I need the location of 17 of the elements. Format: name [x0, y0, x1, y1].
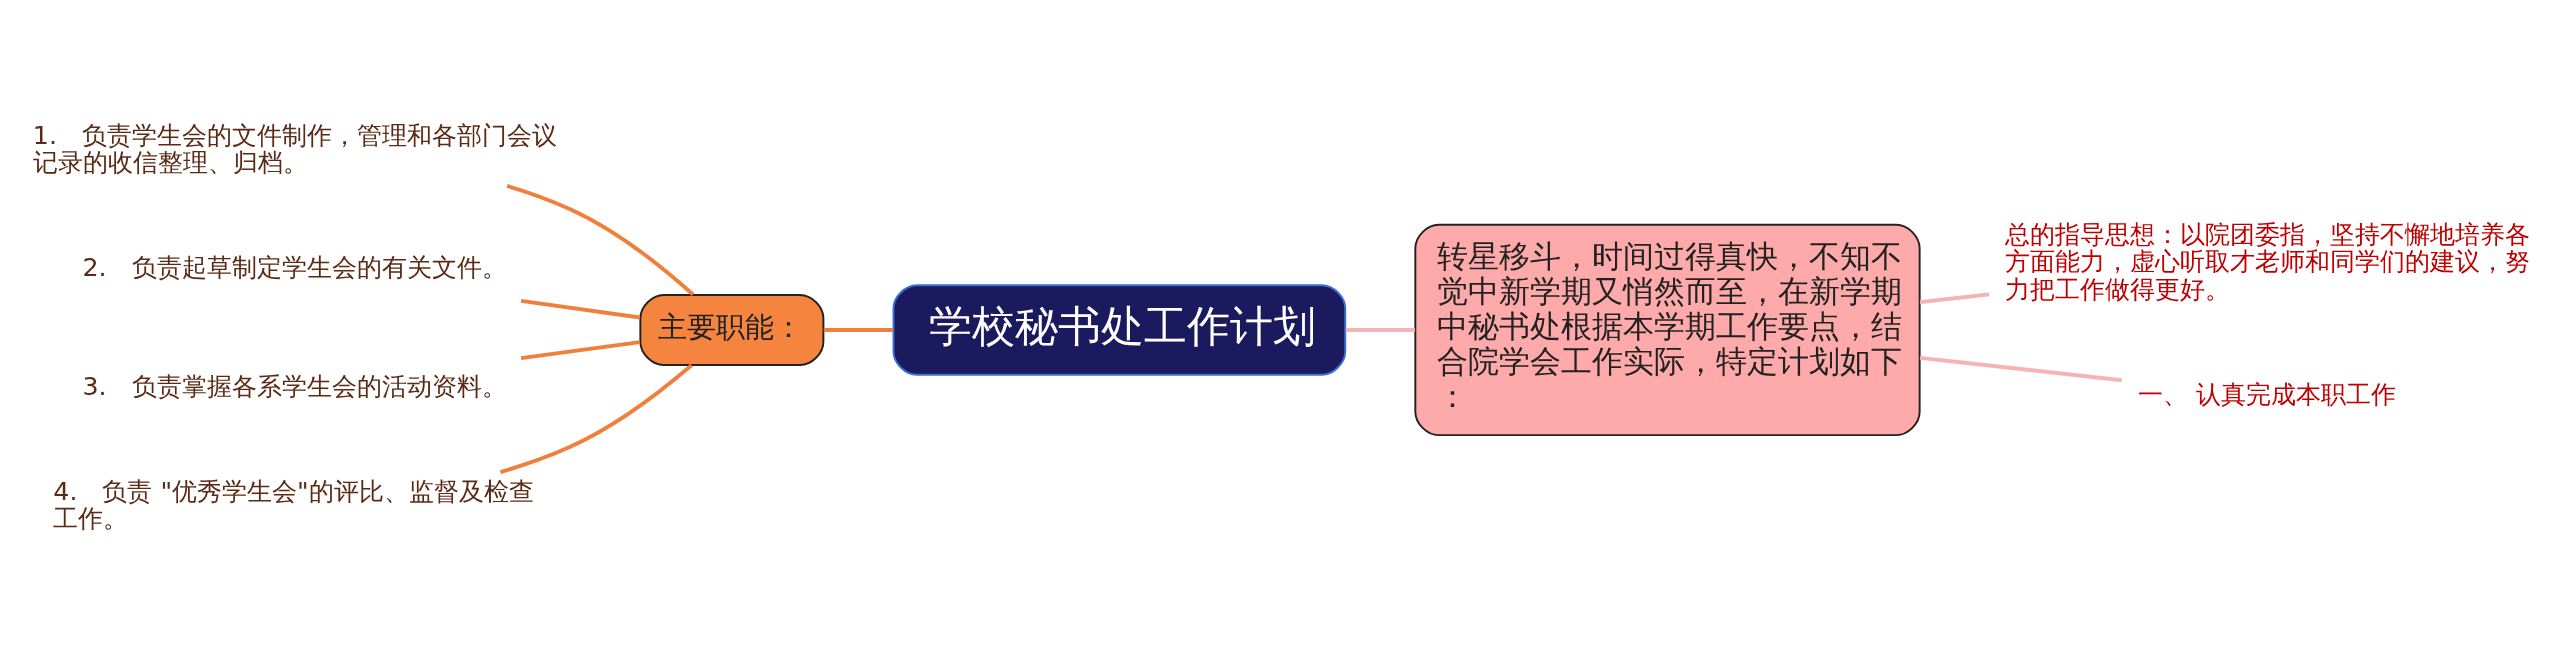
- connector: [506, 183, 695, 296]
- node-box: 学校秘书处工作计划: [892, 283, 1347, 376]
- connector: [1919, 355, 2122, 382]
- node-box: 主要职能：: [639, 293, 825, 366]
- connector: [823, 327, 893, 332]
- connector: [1919, 291, 1990, 304]
- node-text: 1. 负责学生会的文件制作，管理和各部门会议记录的收信整理、归档。: [32, 120, 557, 177]
- node-text: 3. 负责掌握各系学生会的活动资料。: [82, 371, 507, 401]
- connector: [499, 363, 693, 474]
- connector: [520, 298, 641, 319]
- node-text: 总的指导思想：以院团委指，坚持不懈地培养各方面能力，虚心听取才老师和同学们的建议，努力把工作做得更好。: [2005, 219, 2531, 304]
- node-box: 转星移斗，时间过得真快，不知不觉中新学期又悄然而至，在新学期中秘书处根据本学期工作要点，结合院学会工作实际，特定计划如下：: [1414, 223, 1921, 436]
- node-text: 2. 负责起草制定学生会的有关文件。: [82, 252, 507, 282]
- node-text: 4. 负责 "优秀学生会"的评比、监督及检查工作。: [53, 476, 534, 533]
- node-text: 一、 认真完成本职工作: [2137, 379, 2396, 409]
- connector: [520, 339, 641, 360]
- connector: [1345, 327, 1416, 332]
